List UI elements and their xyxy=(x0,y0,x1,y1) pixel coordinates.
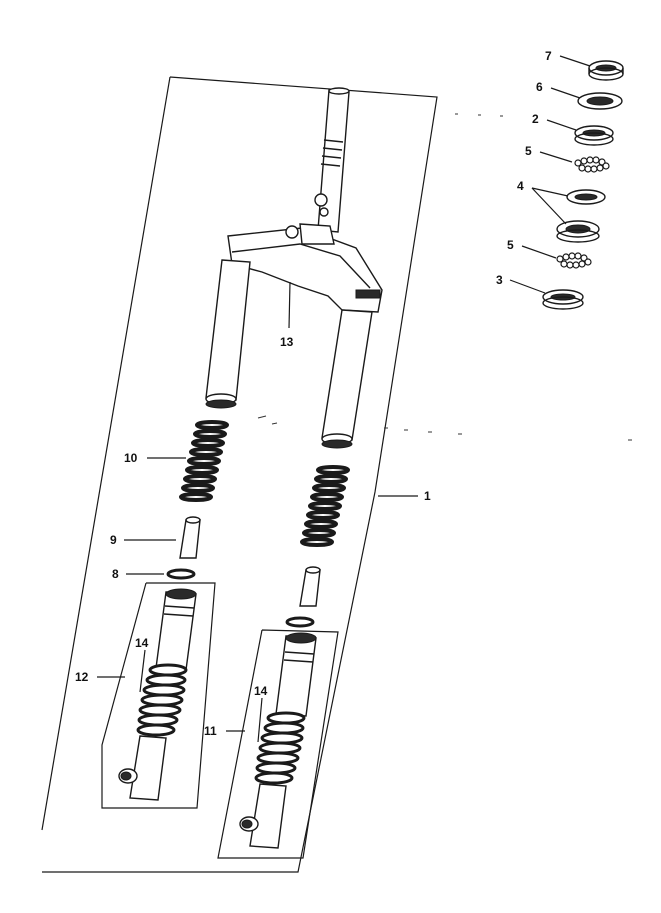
callout-10: 10 xyxy=(124,451,138,465)
right-fork-tube xyxy=(321,309,373,449)
right-o-ring xyxy=(285,616,315,628)
callout-12: 12 xyxy=(75,670,89,684)
callout-5-lower: 5 xyxy=(507,238,514,252)
right-spring-seat xyxy=(299,566,321,607)
lower-ball-bearings xyxy=(556,252,592,269)
assembly-boundary xyxy=(41,76,438,873)
callout-1: 1 xyxy=(424,489,431,503)
right-fork-spring xyxy=(300,465,350,547)
callout-5-upper: 5 xyxy=(525,144,532,158)
callout-13: 13 xyxy=(280,335,294,349)
callout-4: 4 xyxy=(517,179,524,193)
callout-14-right: 14 xyxy=(254,684,268,698)
left-fork-tube xyxy=(205,259,251,409)
fork-bridge-clamp xyxy=(227,223,383,313)
left-spring-seat xyxy=(179,516,201,559)
right-fork-leg-assembly xyxy=(217,629,339,859)
lock-nut xyxy=(588,60,624,81)
callout-11: 11 xyxy=(204,724,217,738)
steering-stem xyxy=(314,87,350,233)
callout-6: 6 xyxy=(536,80,543,94)
upper-ball-bearings xyxy=(574,156,610,173)
left-fork-leg-assembly xyxy=(101,582,216,809)
callout-9: 9 xyxy=(110,533,117,547)
callout-3: 3 xyxy=(496,273,503,287)
callout-labels: 7 6 2 5 4 5 3 13 10 1 9 8 14 12 14 11 xyxy=(75,49,552,738)
callout-2: 2 xyxy=(532,112,539,126)
callout-14-left: 14 xyxy=(135,636,149,650)
lower-bearing-cone xyxy=(542,289,584,310)
left-o-ring xyxy=(166,568,196,580)
callout-7: 7 xyxy=(545,49,552,63)
washer xyxy=(577,92,623,110)
left-fork-spring xyxy=(179,420,229,502)
upper-bearing-cone xyxy=(574,125,614,146)
callout-8: 8 xyxy=(112,567,119,581)
bearing-races xyxy=(556,189,606,243)
dotted-guides xyxy=(257,113,632,441)
leader-lines xyxy=(97,55,591,743)
